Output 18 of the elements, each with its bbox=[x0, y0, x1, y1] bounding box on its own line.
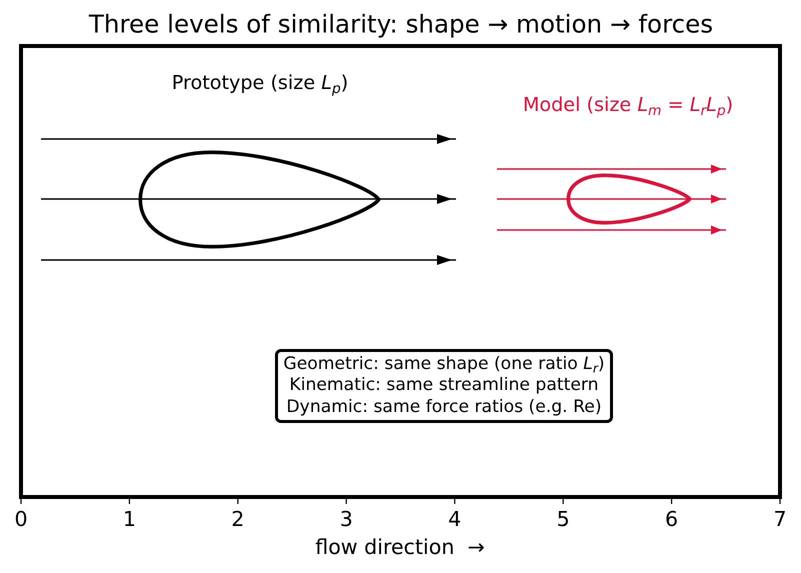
tick-label: 2 bbox=[231, 507, 244, 533]
tick-label: 4 bbox=[448, 507, 462, 533]
chart-title: Three levels of similarity: shape → motion → forces bbox=[88, 10, 714, 40]
tick-label: 6 bbox=[665, 507, 678, 533]
tick-label: 7 bbox=[773, 507, 787, 533]
teardrop-body bbox=[566, 173, 692, 225]
tick-label: 0 bbox=[14, 507, 28, 533]
tick-label: 5 bbox=[556, 507, 570, 533]
figure-label: Prototype (size L$_{p}$) bbox=[172, 71, 348, 95]
teardrop-body bbox=[138, 150, 381, 248]
figure-label: Model (size L$_{m}$ = L$_{r}$L$_{p}$) bbox=[522, 93, 734, 117]
axis-label: flow direction → bbox=[315, 535, 485, 561]
note-text: Dynamic: same force ratios (e.g. Re) bbox=[286, 396, 602, 418]
tick-label: 3 bbox=[340, 507, 353, 533]
note-text: Kinematic: same streamline pattern bbox=[289, 375, 599, 397]
note-box bbox=[275, 349, 613, 423]
tick-label: 1 bbox=[122, 507, 136, 533]
note-text: Geometric: same shape (one ratio L$_{r}$) bbox=[283, 354, 605, 376]
